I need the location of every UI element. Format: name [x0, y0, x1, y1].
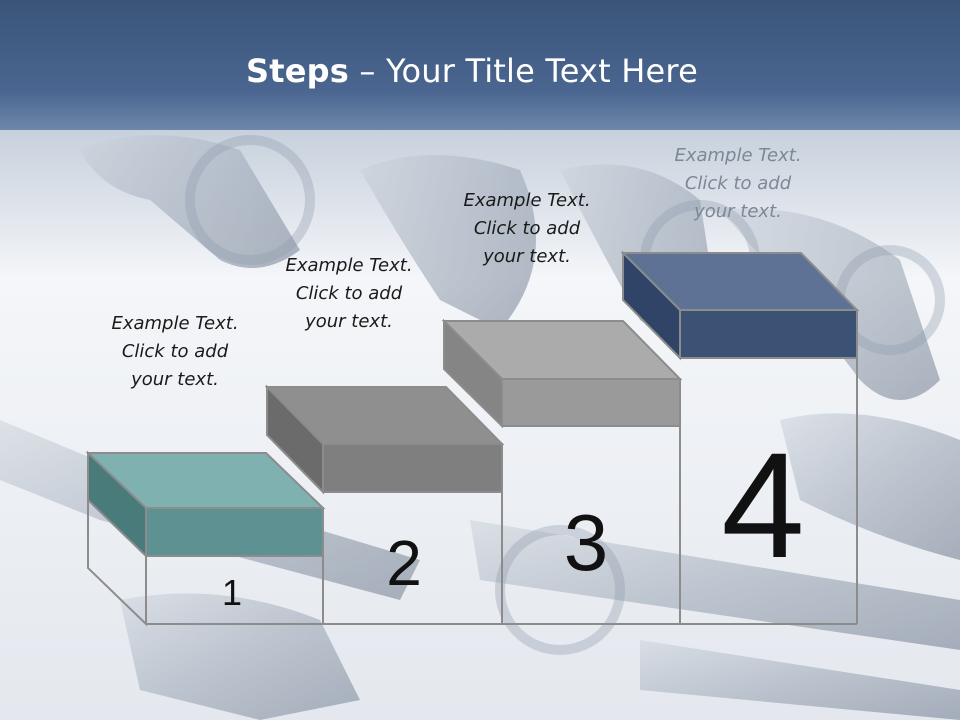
step-1-caption[interactable]: Example Text. Click to add your text. — [80, 310, 270, 394]
caption-line: Example Text. — [674, 145, 802, 166]
caption-line: your text. — [483, 246, 571, 267]
caption-line: Click to add — [121, 341, 229, 362]
step-2-block[interactable] — [264, 384, 505, 495]
caption-line: Example Text. — [111, 313, 239, 334]
step-4-caption[interactable]: Example Text. Click to add your text. — [643, 142, 833, 226]
caption-line: your text. — [131, 369, 219, 390]
caption-line: your text. — [694, 201, 782, 222]
step-3-number: 3 — [564, 498, 609, 587]
caption-line: Click to add — [295, 283, 403, 304]
step-3-caption[interactable]: Example Text. Click to add your text. — [432, 187, 622, 271]
page-title: Steps – Your Title Text Here — [0, 52, 944, 90]
title-bold: Steps — [246, 52, 350, 90]
step-3-block[interactable] — [441, 318, 683, 429]
step-2-number: 2 — [386, 527, 422, 599]
step-1-number: 1 — [222, 572, 242, 613]
caption-line: Click to add — [684, 173, 792, 194]
caption-line: Example Text. — [463, 190, 591, 211]
title-rest: – Your Title Text Here — [349, 52, 698, 90]
step-4-number: 4 — [721, 421, 804, 589]
step-1-block[interactable] — [85, 450, 326, 559]
step-4-block[interactable] — [620, 250, 860, 361]
caption-line: Example Text. — [285, 255, 413, 276]
caption-line: Click to add — [473, 218, 581, 239]
step-2-caption[interactable]: Example Text. Click to add your text. — [254, 252, 444, 336]
step-1-column-outline — [87, 482, 147, 627]
caption-line: your text. — [305, 311, 393, 332]
